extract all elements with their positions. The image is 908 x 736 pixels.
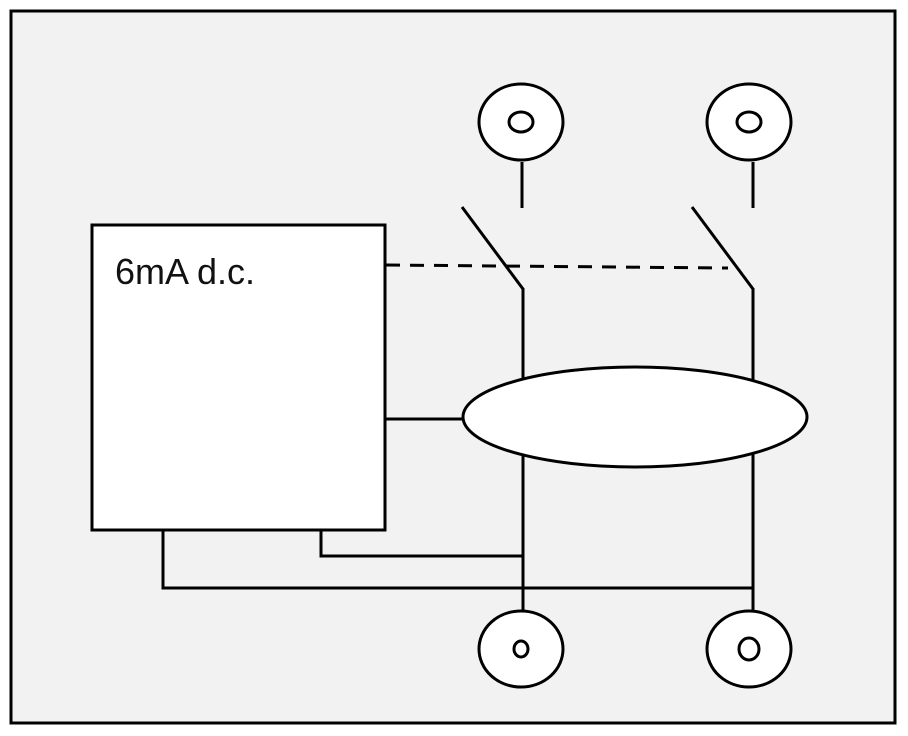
- terminal-inner-icon: [512, 639, 530, 659]
- terminal-top-left: [477, 82, 565, 162]
- terminal-inner-icon: [735, 110, 763, 134]
- supply-wire-right: [161, 531, 753, 590]
- switch-right-blade: [690, 206, 755, 290]
- current-transformer-toroid: [461, 365, 809, 469]
- terminal-top-right: [705, 82, 793, 162]
- terminal-bottom-right: [705, 609, 793, 689]
- terminal-inner-icon: [737, 636, 761, 662]
- switch-left-blade: [460, 206, 525, 290]
- supply-wire-left: [319, 531, 523, 558]
- detector-box: [90, 223, 387, 532]
- detector-label: 6mA d.c.: [115, 251, 255, 292]
- terminal-inner-icon: [507, 110, 535, 134]
- mechanical-linkage: [385, 263, 729, 270]
- terminal-bottom-left: [477, 609, 565, 689]
